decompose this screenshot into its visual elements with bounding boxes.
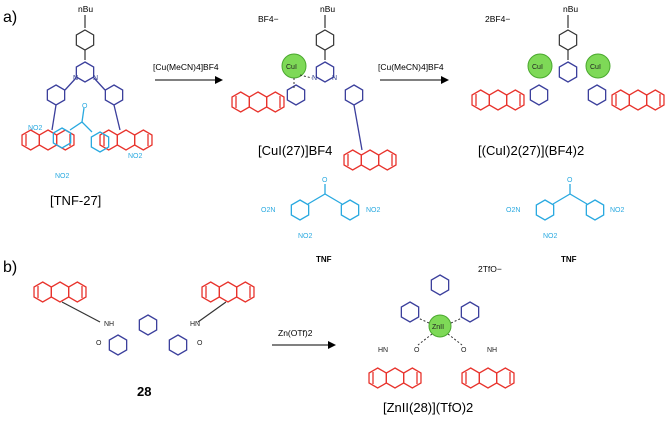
tnf-label-2: TNF [561,255,577,264]
no2-label: NO2 [28,125,43,132]
cu-atom: CuI [590,64,601,71]
no2-label: NO2 [366,207,381,214]
nbu-label-2: nBu [320,4,335,14]
counterion-bf4: BF4− [258,14,279,24]
n-atom: N [312,75,317,82]
no2-label: NO2 [610,207,625,214]
compound-label-28: 28 [137,384,151,399]
no2-label: NO2 [543,233,558,240]
hn-label: HN [378,347,388,354]
reagent-label-1: [Cu(MeCN)4]BF4 [153,62,219,72]
o-atom: O [414,347,420,354]
reaction-arrow-2: [Cu(MeCN)4]BF4 [378,62,449,84]
zn-atom: ZnII [432,324,444,331]
no2-label: NO2 [55,173,70,180]
reagent-label-3: Zn(OTf)2 [278,328,313,338]
cu-atom: CuI [286,64,297,71]
nbu-label-1: nBu [78,4,93,14]
compound-label-zn28: [ZnII(28)](TfO)2 [383,400,473,415]
panel-label-a: a) [3,9,17,26]
reaction-arrow-3: Zn(OTf)2 [272,328,336,349]
nh-label: NH [104,321,114,328]
compound-label-cu27: [CuI(27)]BF4 [258,143,332,158]
o-atom: O [461,347,467,354]
no2-label: NO2 [128,153,143,160]
tnf-structure-2: O O2N NO2 NO2 [506,177,625,240]
structure-cu2-27: 2BF4− nBu CuI CuI [471,4,665,111]
structure-28: NH HN O O [33,281,255,356]
o-atom: O [96,340,102,347]
o-atom: O [197,340,203,347]
o-atom: O [567,177,573,184]
n-atom: N [332,75,337,82]
o2n-label: O2N [506,207,520,214]
tnf-label-1: TNF [316,255,332,264]
nh-label: NH [487,347,497,354]
compound-label-cu2-27: [(CuI)2(27)](BF4)2 [478,143,584,158]
nbu-label-3: nBu [563,4,578,14]
o-atom: O [322,177,328,184]
o-atom: O [82,103,88,110]
compound-label-tnf27: [TNF-27] [50,193,101,208]
cu-atom: CuI [532,64,543,71]
tnf-structure-1: O O2N NO2 NO2 [261,177,381,240]
structure-cu-27: BF4− nBu N N CuI [231,4,397,171]
panel-label-b: b) [3,259,17,276]
reagent-label-2: [Cu(MeCN)4]BF4 [378,62,444,72]
o2n-label: O2N [261,207,275,214]
reaction-arrow-1: [Cu(MeCN)4]BF4 [153,62,223,84]
no2-label: NO2 [298,233,313,240]
counterion-2bf4: 2BF4− [485,14,510,24]
counterion-2tfo: 2TfO− [478,264,502,274]
hn-label: HN [190,321,200,328]
structure-tnf-27: nBu N N O NO2 NO2 NO2 [21,4,153,180]
n-atom: N [93,75,98,82]
structure-zn-28: 2TfO− ZnII HN O O NH [368,264,515,389]
